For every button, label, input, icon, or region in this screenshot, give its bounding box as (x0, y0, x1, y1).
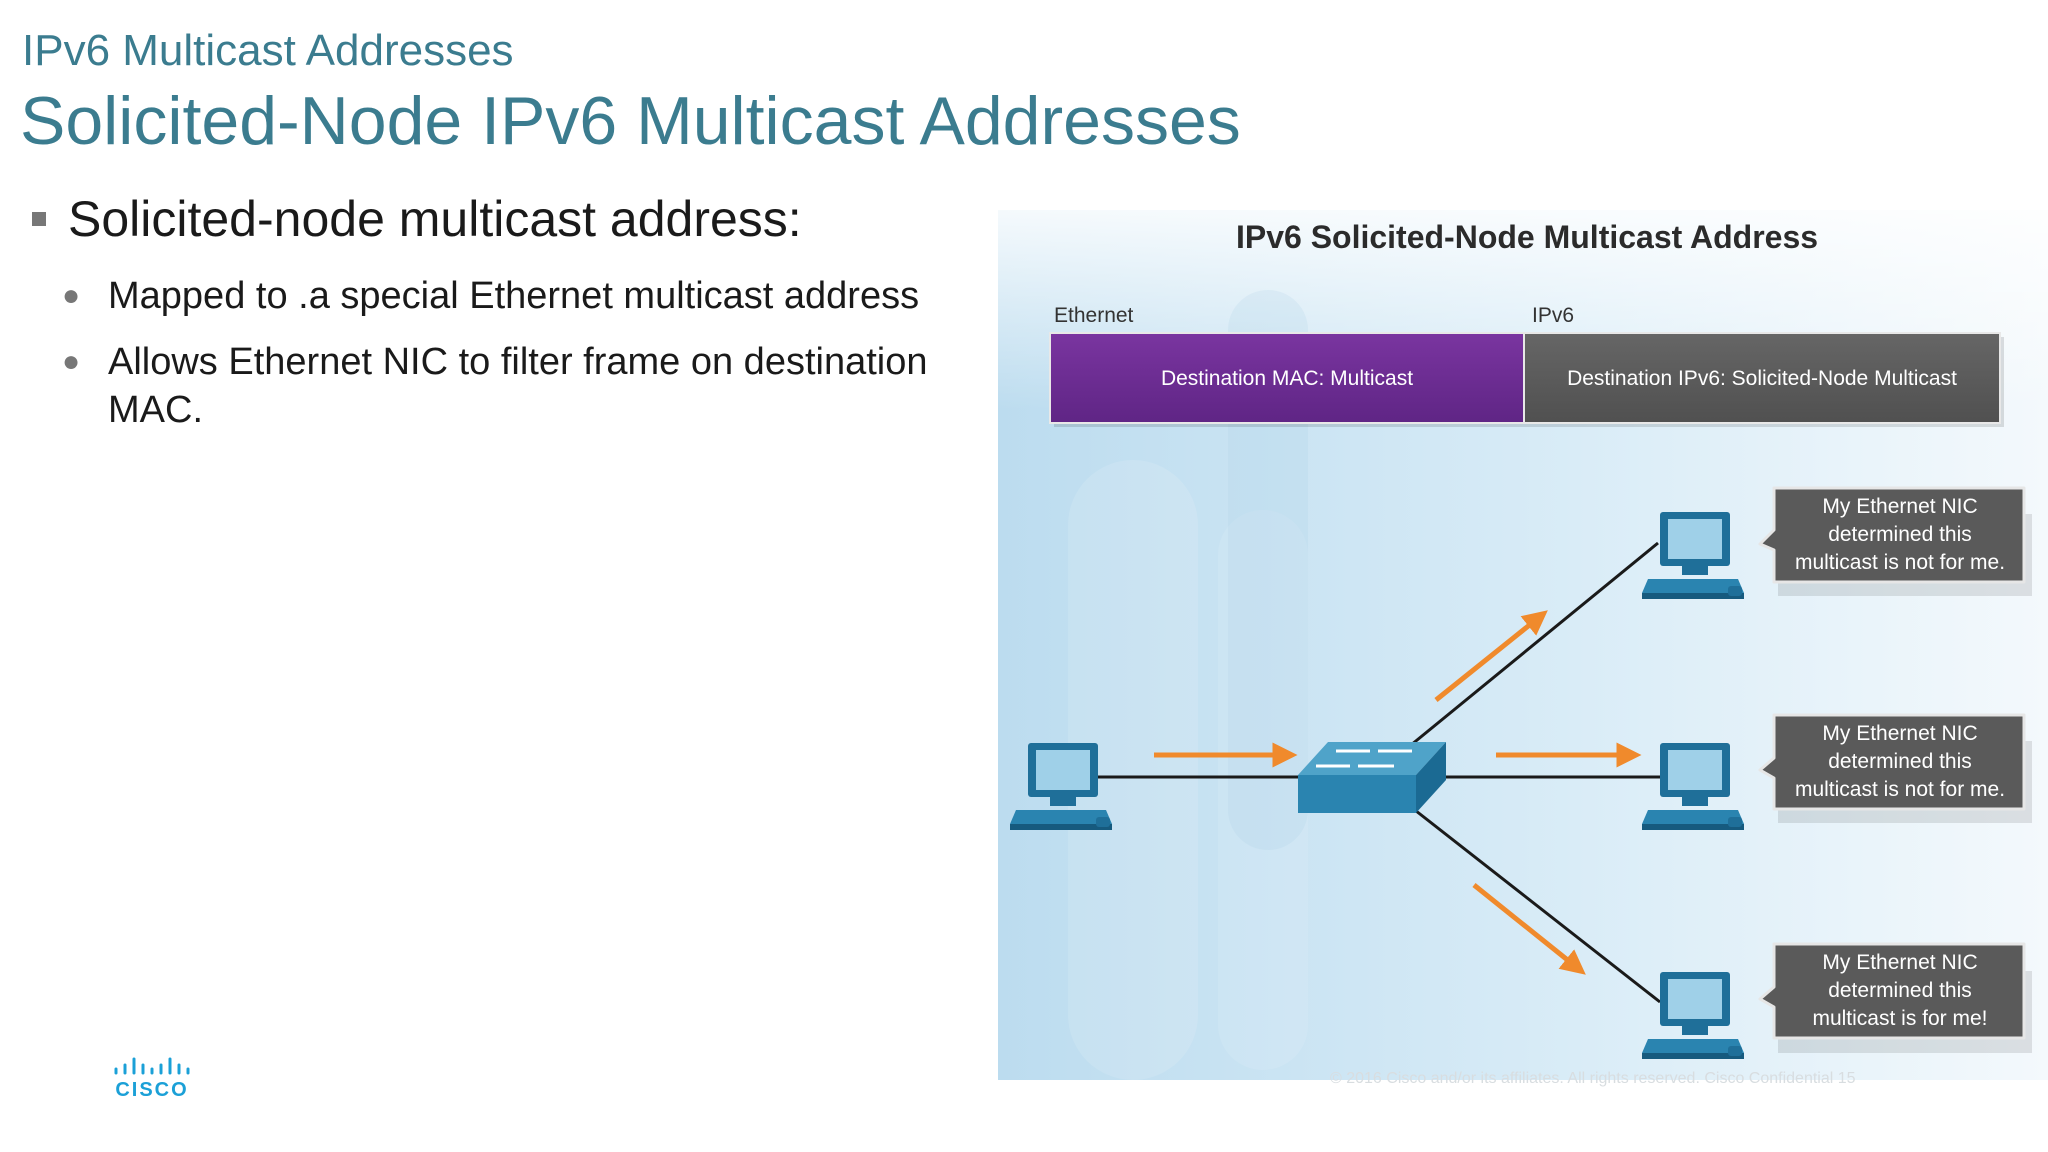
main-bullet-text: Solicited-node multicast address: (68, 191, 802, 247)
main-bullet: Solicited-node multicast address: (32, 190, 802, 248)
destination-ipv6-field (1523, 332, 2001, 424)
callout-line: determined this (1828, 979, 1972, 1002)
cisco-wordmark: CISCO (115, 1079, 188, 1101)
callout-line: determined this (1828, 750, 1972, 773)
callout-line: multicast is for me! (1812, 1007, 1987, 1030)
receiver-pc-icon (1642, 512, 1744, 599)
callout-line: multicast is not for me. (1795, 551, 2005, 574)
square-bullet-icon (32, 211, 46, 226)
cisco-logo: CISCO (114, 1057, 190, 1101)
callout-line: My Ethernet NIC (1822, 951, 1977, 974)
ipv6-label: IPv6 (1532, 304, 1574, 327)
switch-icon (1298, 742, 1446, 813)
ethernet-label: Ethernet (1054, 304, 1134, 327)
multicast-figure: IPv6 Solicited-Node Multicast Address Et… (998, 210, 2048, 1080)
traffic-arrows (1154, 610, 1642, 975)
figure-title: IPv6 Solicited-Node Multicast Address (1236, 219, 1818, 255)
destination-mac-text: Destination MAC: Multicast (1161, 367, 1413, 390)
receiver-pc-icon (1642, 743, 1744, 830)
nic-callout: My Ethernet NIC determined this multicas… (1758, 486, 2032, 596)
nic-callout: My Ethernet NIC determined this multicas… (1758, 942, 2032, 1053)
callout-line: multicast is not for me. (1795, 778, 2005, 801)
sub-bullet-list: ● Mapped to .a special Ethernet multicas… (58, 272, 978, 452)
copyright-text: © 2016 Cisco and/or its affiliates. All … (1330, 1070, 1856, 1087)
section-title: IPv6 Multicast Addresses (22, 26, 514, 75)
callout-line: My Ethernet NIC (1822, 495, 1977, 518)
slide-title: Solicited-Node IPv6 Multicast Addresses (20, 83, 1241, 159)
nic-callout: My Ethernet NIC determined this multicas… (1758, 713, 2032, 823)
sub-bullet: ● Allows Ethernet NIC to filter frame on… (58, 338, 978, 434)
sub-bullet: ● Mapped to .a special Ethernet multicas… (58, 272, 978, 320)
sub-bullet-text: Allows Ethernet NIC to filter frame on d… (108, 341, 928, 431)
sender-pc-icon (1010, 743, 1112, 830)
sub-bullet-text: Mapped to .a special Ethernet multicast … (108, 275, 920, 317)
callout-line: My Ethernet NIC (1822, 722, 1977, 745)
network-links (1088, 541, 1661, 1004)
receiver-pc-icon (1642, 972, 1744, 1059)
callout-line: determined this (1828, 523, 1972, 546)
dot-bullet-icon: ● (62, 279, 81, 312)
dot-bullet-icon: ● (62, 345, 81, 378)
destination-ipv6-text: Destination IPv6: Solicited-Node Multica… (1567, 367, 1957, 390)
